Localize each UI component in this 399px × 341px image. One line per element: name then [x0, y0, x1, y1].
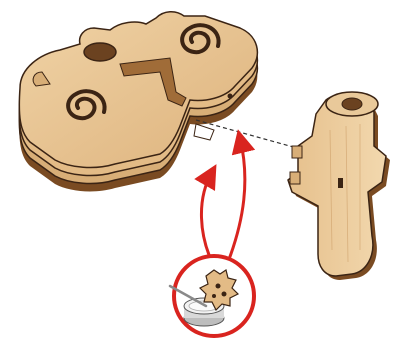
glue-arrow-right	[228, 138, 245, 262]
frame-pin-hole	[228, 94, 233, 99]
side-bracket-part	[288, 92, 390, 280]
frame-notch	[194, 124, 214, 140]
side-bracket-cap-hole	[342, 98, 362, 110]
frame-round-hole	[84, 43, 116, 61]
small-gear-hole-3	[212, 294, 216, 298]
side-bracket-slot	[338, 178, 343, 188]
small-gear-hole-1	[216, 284, 221, 289]
main-frame-layer-top	[19, 12, 257, 168]
side-bracket-face	[288, 94, 386, 276]
main-frame-part	[19, 12, 257, 192]
glue-detail	[170, 256, 254, 336]
glue-arrow-left	[201, 172, 212, 262]
side-bracket-tab-1	[292, 146, 302, 158]
side-bracket-tab-2	[290, 172, 300, 184]
small-gear-hole-2	[222, 292, 227, 297]
glue-arrows	[201, 138, 244, 262]
